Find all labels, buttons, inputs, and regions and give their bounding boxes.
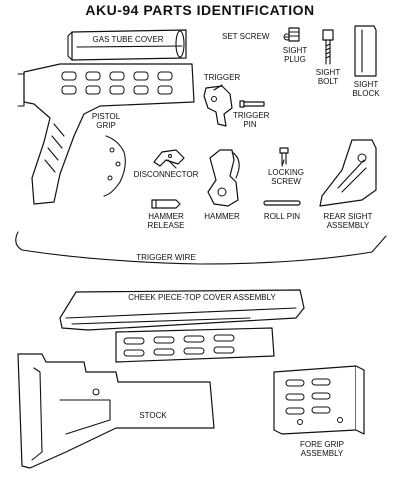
fore-grip-drawing (273, 365, 365, 435)
label-sight-block: SIGHT BLOCK (352, 80, 380, 98)
roll-pin-drawing (263, 200, 301, 206)
trigger-wire-drawing (15, 231, 387, 265)
label-set-screw: SET SCREW (222, 32, 270, 41)
label-fore-grip-assembly: FORE GRIP ASSEMBLY (299, 440, 344, 458)
sight-bolt-drawing (322, 29, 334, 65)
label-trigger-wire: TRIGGER WIRE (136, 253, 196, 262)
sight-block-drawing (354, 25, 377, 77)
hammer-drawing (207, 149, 240, 207)
label-hammer: HAMMER (204, 212, 240, 221)
gas-tube-cover-drawing (67, 29, 187, 61)
label-cheek-piece: CHEEK PIECE-TOP COVER ASSEMBLY (128, 293, 276, 302)
hammer-release-drawing (151, 199, 181, 209)
rear-sight-drawing (319, 139, 377, 207)
label-sight-bolt: SIGHT BOLT (315, 68, 341, 86)
label-disconnector: DISCONNECTOR (133, 170, 199, 179)
label-stock: STOCK (139, 411, 167, 420)
trigger-pin-drawing (239, 100, 265, 108)
disconnector-drawing (153, 149, 185, 167)
trigger-drawing (203, 85, 233, 127)
label-trigger-pin: TRIGGER PIN (233, 111, 270, 129)
pistol-grip-drawing (17, 63, 195, 205)
page-title: AKU-94 PARTS IDENTIFICATION (85, 2, 315, 18)
label-hammer-release: HAMMER RELEASE (147, 212, 185, 230)
label-gas-tube-cover: GAS TUBE COVER (92, 35, 164, 44)
label-locking-screw: LOCKING SCREW (267, 168, 304, 186)
locking-screw-drawing (279, 147, 289, 165)
label-roll-pin: ROLL PIN (263, 212, 301, 221)
stock-drawing (17, 353, 215, 469)
sight-plug-drawing (288, 27, 300, 42)
label-sight-plug: SIGHT PLUG (282, 46, 308, 64)
label-trigger: TRIGGER (203, 73, 241, 82)
leader-lines (167, 84, 285, 169)
label-pistol-grip: PISTOL GRIP (91, 112, 121, 130)
label-rear-sight-assembly: REAR SIGHT ASSEMBLY (323, 212, 373, 230)
cheek-piece-drawing (59, 289, 305, 363)
